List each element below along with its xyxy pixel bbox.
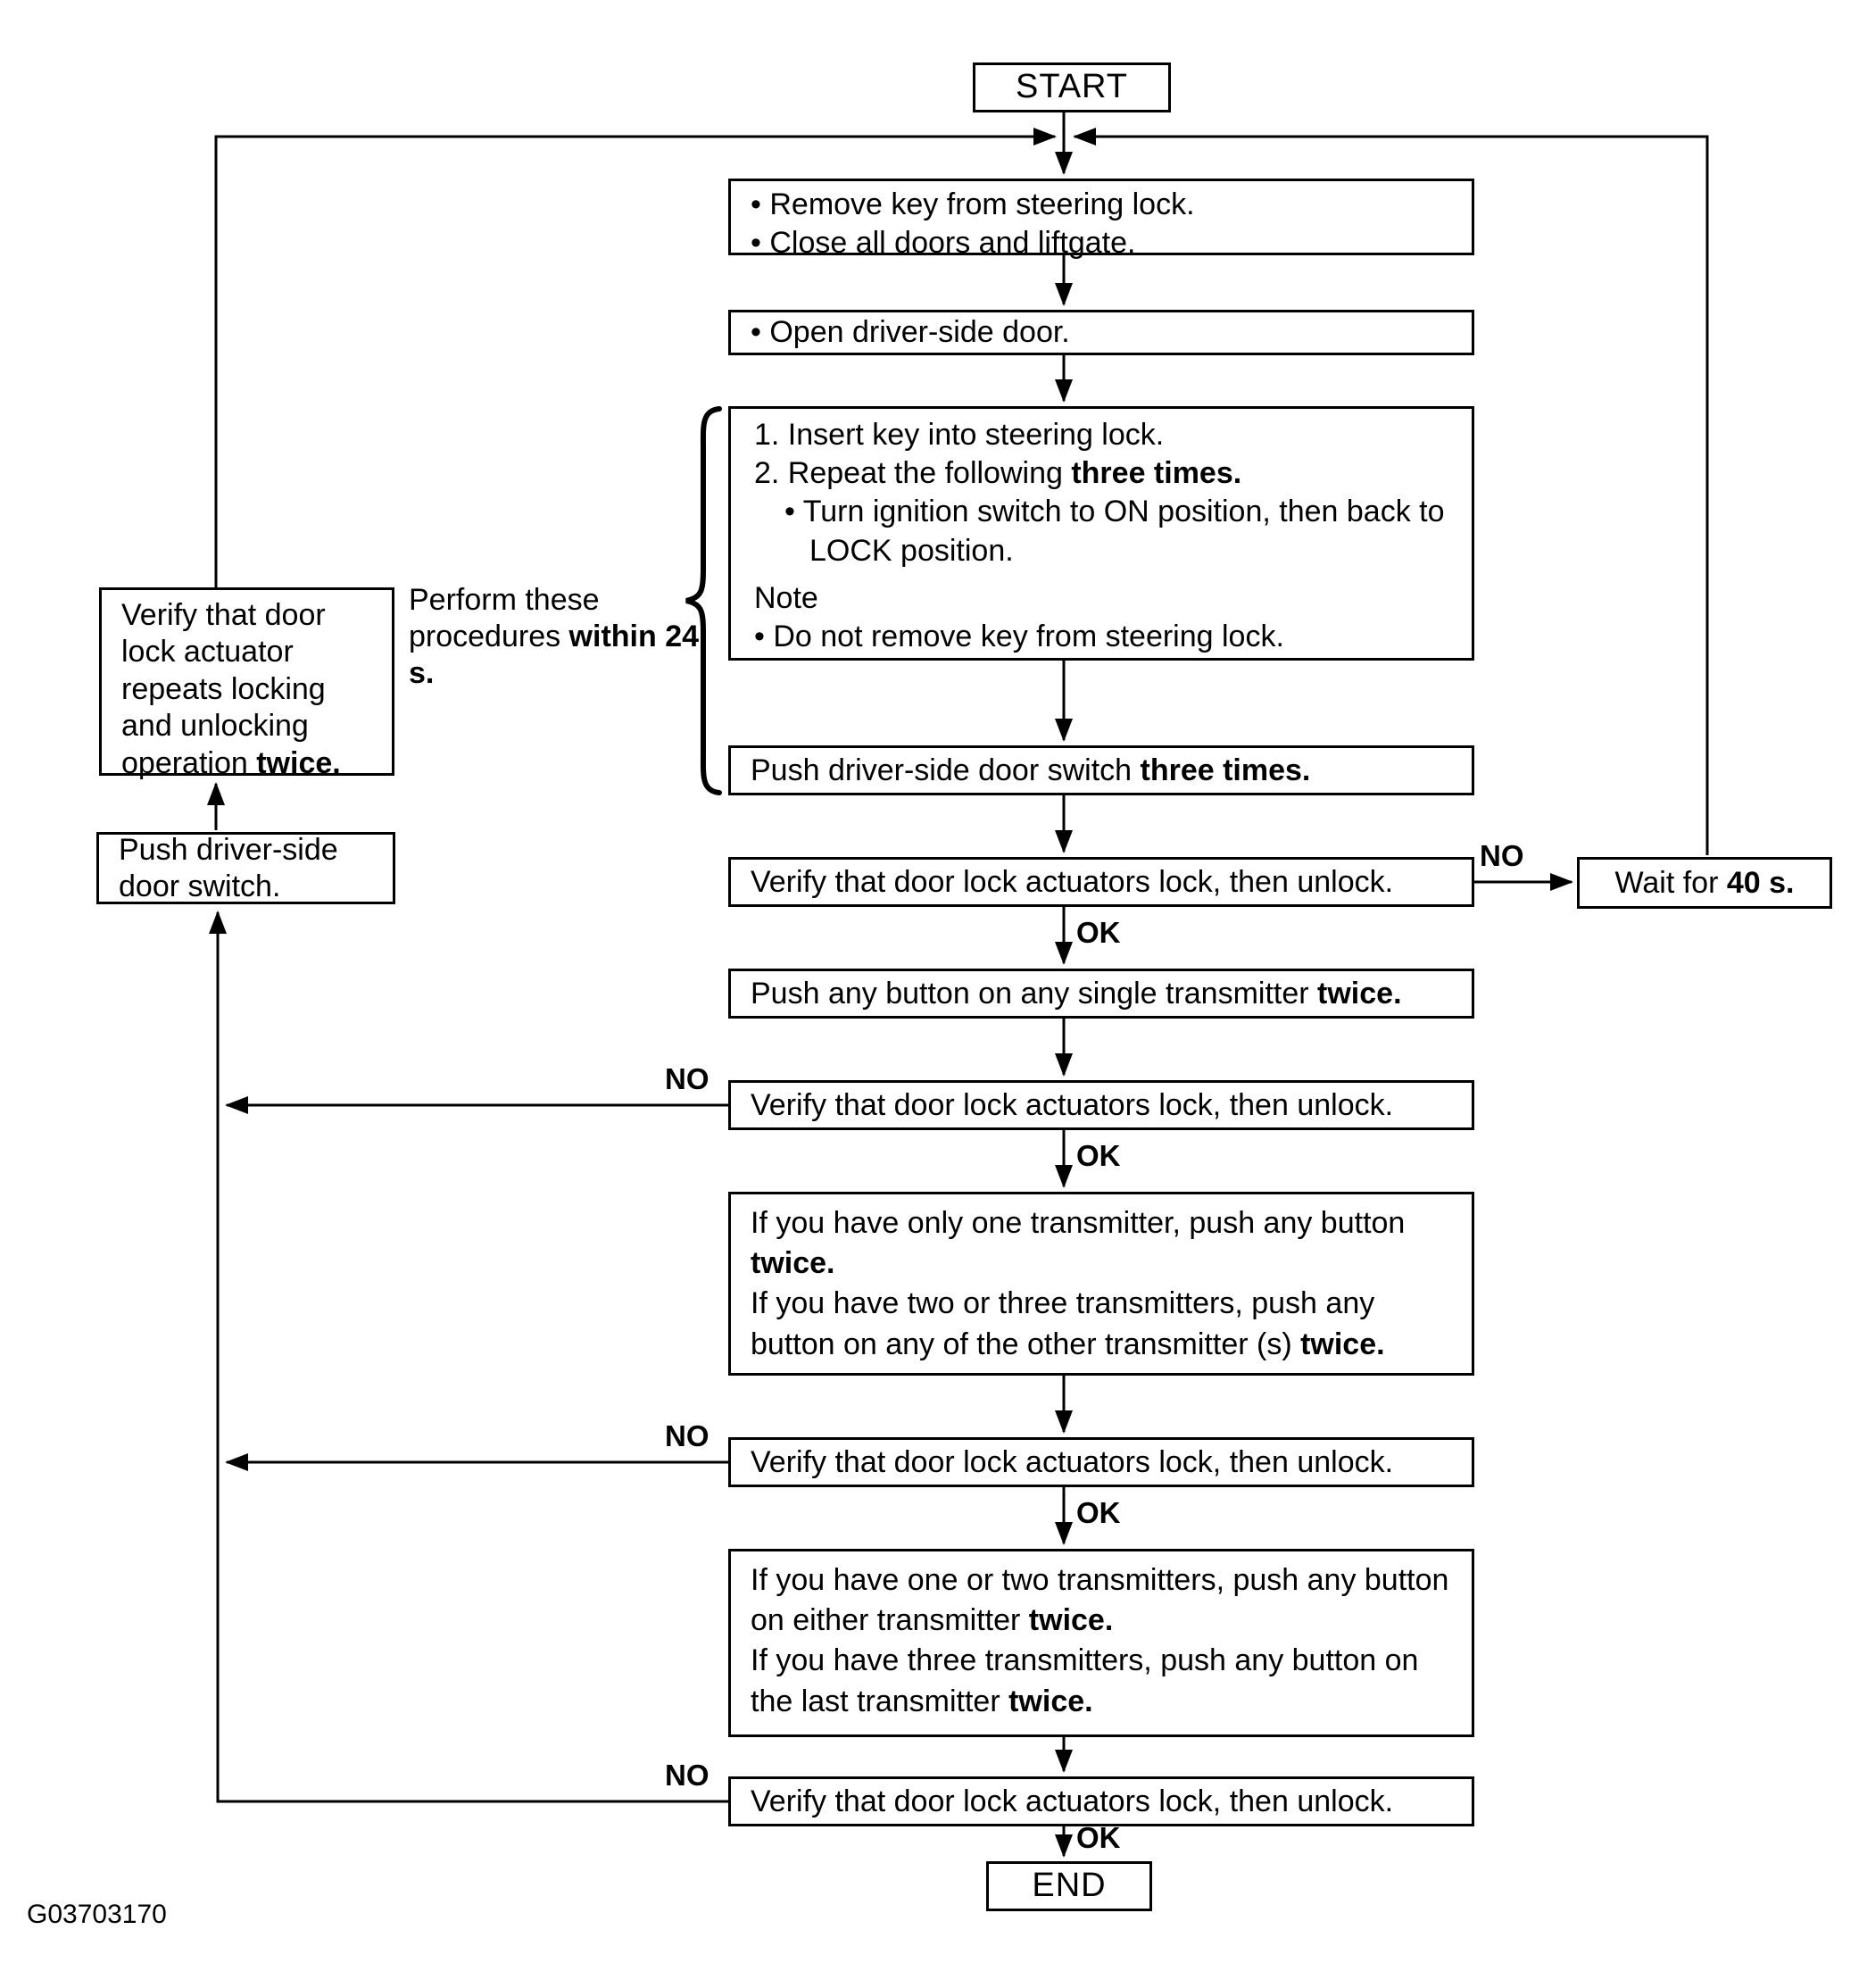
end-label: END: [1032, 1867, 1107, 1905]
wait-40s-node: Wait for 40 s.: [1577, 857, 1832, 909]
connector-verify4-no-loop: [209, 911, 728, 1803]
verify-actuators-2-text: Verify that door lock actuators lock, th…: [751, 1087, 1394, 1122]
end-node: END: [986, 1861, 1152, 1911]
connector-left-feedback: [214, 128, 1057, 589]
step-open-bullet: • Open driver-side door.: [751, 315, 1070, 350]
third-transmitter-sentence-2: If you have three transmitters, push any…: [751, 1643, 1419, 1718]
label-no-1: NO: [1480, 839, 1524, 872]
verify-actuators-3-text: Verify that door lock actuators lock, th…: [751, 1444, 1394, 1479]
step-prepare: • Remove key from steering lock. • Close…: [728, 179, 1474, 260]
verify-actuators-2: Verify that door lock actuators lock, th…: [728, 1080, 1474, 1130]
step-open-driver-door: • Open driver-side door.: [728, 310, 1474, 355]
key-cycle-note-title: Note: [754, 580, 818, 615]
brace-24s: [685, 406, 722, 795]
step-key-cycle: 1. Insert key into steering lock. 2. Rep…: [728, 406, 1474, 661]
key-cycle-item-1: 1. Insert key into steering lock.: [754, 418, 1165, 452]
second-transmitter-sentence-1: If you have only one transmitter, push a…: [751, 1206, 1406, 1281]
key-cycle-note-bullet: • Do not remove key from steering lock.: [754, 619, 1284, 653]
start-label: START: [1015, 68, 1129, 106]
side-note-24s: Perform these procedures within 24 s.: [409, 583, 700, 690]
wait-40s-text: Wait for 40 s.: [1614, 865, 1795, 900]
step-second-transmitter: If you have only one transmitter, push a…: [728, 1192, 1474, 1376]
verify-actuators-4: Verify that door lock actuators lock, th…: [728, 1776, 1474, 1826]
label-no-3: NO: [665, 1419, 709, 1452]
connector-wait-feedback: [1073, 128, 1709, 855]
left-push-switch-node: Push driver-side door switch.: [96, 832, 395, 904]
verify-actuators-1: Verify that door lock actuators lock, th…: [728, 857, 1474, 907]
left-verify-repeat-node: Verify that door lock actuator repeats l…: [99, 587, 394, 780]
label-ok-4: OK: [1076, 1821, 1121, 1854]
verify-actuators-3: Verify that door lock actuators lock, th…: [728, 1437, 1474, 1487]
push-any-single-text: Push any button on any single transmitte…: [751, 976, 1402, 1011]
verify-actuators-4-text: Verify that door lock actuators lock, th…: [751, 1784, 1394, 1818]
figure-code: G03703170: [27, 1900, 167, 1929]
label-ok-2: OK: [1076, 1139, 1121, 1172]
step-third-transmitter: If you have one or two transmitters, pus…: [728, 1549, 1474, 1737]
left-verify-repeat-text: Verify that door lock actuator repeats l…: [121, 598, 341, 780]
step-prepare-bullet-1: • Remove key from steering lock.: [751, 187, 1195, 221]
step-push-any-single-transmitter: Push any button on any single transmitte…: [728, 969, 1474, 1019]
label-ok-3: OK: [1076, 1496, 1121, 1529]
push-switch-three-text: Push driver-side door switch three times…: [751, 753, 1311, 787]
verify-actuators-1-text: Verify that door lock actuators lock, th…: [751, 864, 1394, 899]
step-push-switch-three-times: Push driver-side door switch three times…: [728, 745, 1474, 795]
label-ok-1: OK: [1076, 916, 1121, 949]
left-push-switch-text: Push driver-side door switch.: [119, 832, 338, 903]
label-no-2: NO: [665, 1062, 709, 1095]
start-node: START: [973, 62, 1171, 112]
key-cycle-sub-bullet: • Turn ignition switch to ON position, t…: [784, 495, 1445, 568]
label-no-4: NO: [665, 1759, 709, 1792]
key-cycle-item-2: 2. Repeat the following three times.: [754, 456, 1242, 491]
third-transmitter-sentence-1: If you have one or two transmitters, pus…: [751, 1563, 1449, 1638]
step-prepare-bullet-2: • Close all doors and liftgate.: [751, 225, 1136, 260]
second-transmitter-sentence-2: If you have two or three transmitters, p…: [751, 1286, 1385, 1361]
